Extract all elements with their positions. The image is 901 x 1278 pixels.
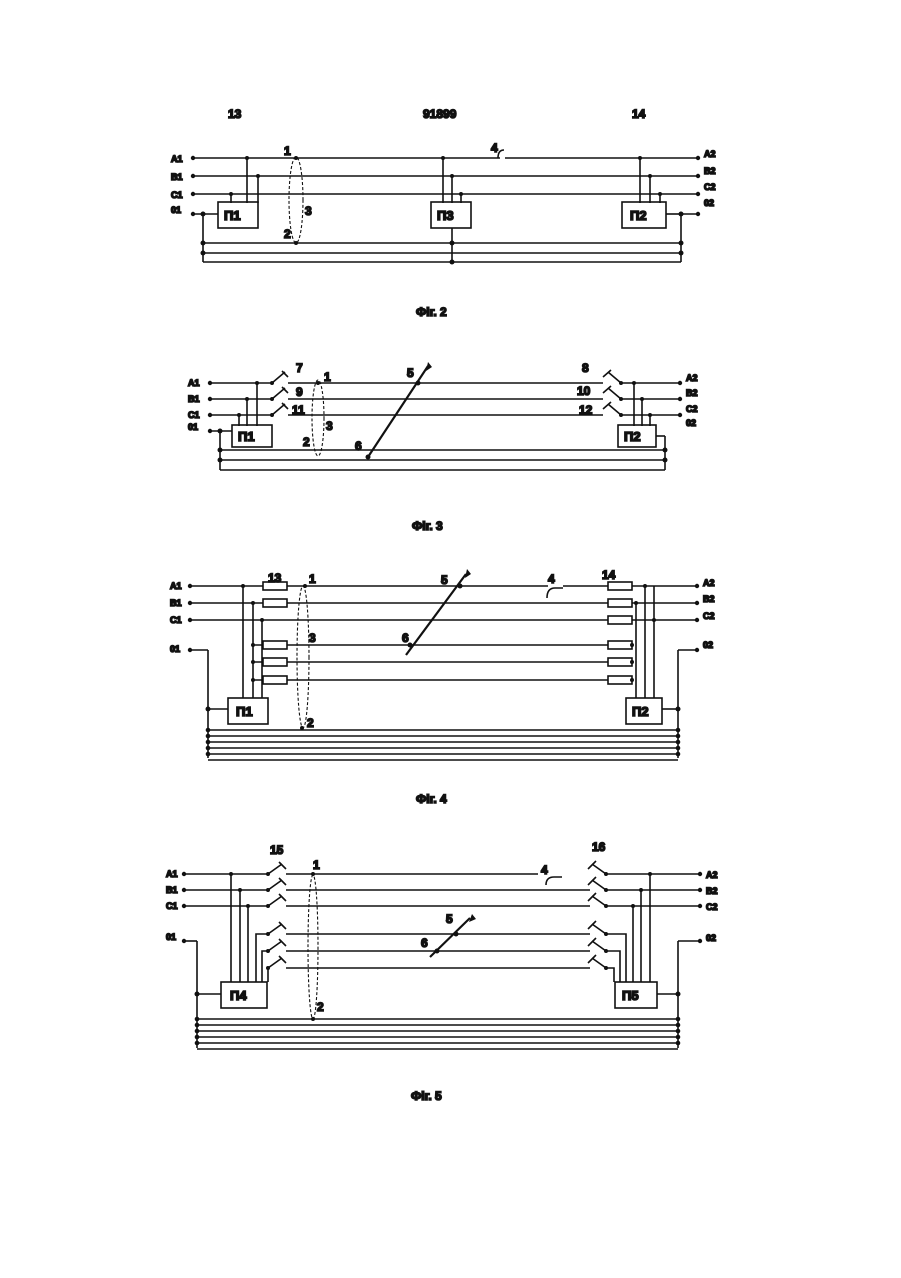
fig2-label-a1: A1 (171, 154, 183, 164)
fig2-ref-2: 2 (284, 227, 291, 241)
fig4-ref-4: 4 (548, 572, 555, 586)
fig4-fuses-left (263, 582, 287, 684)
fig2-label-a2: A2 (704, 149, 716, 159)
figure-4: A1 B1 C1 01 A2 B2 C2 02 П1 П2 13 1 3 2 5… (170, 568, 715, 806)
fig4-ref-13: 13 (268, 571, 282, 585)
fig4-label-b1: B1 (170, 598, 182, 608)
fig5-label-a2: A2 (706, 870, 718, 880)
fig5-label-c2: C2 (706, 902, 718, 912)
fig3-label-b2: B2 (686, 388, 698, 398)
fig5-label-b1: B1 (166, 885, 178, 895)
fig5-caption: Фіг. 5 (411, 1089, 442, 1103)
fig2-label-c2: C2 (704, 182, 716, 192)
fig5-box-p5-label: П5 (622, 988, 639, 1003)
fig3-ref-2: 2 (303, 435, 310, 449)
fig4-ref-14: 14 (602, 568, 616, 582)
fig4-ref-1: 1 (309, 572, 316, 586)
fig2-label-02: 02 (704, 198, 714, 208)
header-patent-number: 91899 (423, 107, 457, 121)
fig3-ref-1: 1 (324, 370, 331, 384)
fig2-label-b1: B1 (171, 172, 183, 182)
fig4-label-c2: C2 (703, 611, 715, 621)
fig4-box-p2-label: П2 (632, 704, 649, 719)
fig3-ref-3: 3 (326, 419, 333, 433)
fig5-ref-6: 6 (421, 936, 428, 950)
fig5-dashed-loop (308, 875, 318, 1019)
fig4-dashed-loop (297, 586, 309, 728)
fig5-label-b2: B2 (706, 886, 718, 896)
fig3-dashed-loop (312, 380, 324, 456)
fig3-label-b1: B1 (188, 394, 200, 404)
fig3-ref-12: 12 (579, 403, 593, 417)
fig3-switches-left (272, 371, 288, 415)
fig5-label-01: 01 (166, 932, 176, 942)
fig3-box-p1-label: П1 (238, 429, 255, 444)
fig4-ref-6: 6 (402, 631, 409, 645)
fig3-ref-6: 6 (355, 439, 362, 453)
fig3-ref-5: 5 (407, 366, 414, 380)
fig5-label-a1: A1 (166, 869, 178, 879)
fig5-label-02: 02 (706, 933, 716, 943)
fig5-ref-15: 15 (270, 843, 284, 857)
fig3-ref-10: 10 (577, 384, 591, 398)
fig3-label-c2: C2 (686, 404, 698, 414)
fig3-label-a1: A1 (188, 378, 200, 388)
fig2-label-01: 01 (171, 205, 181, 215)
figure-5: A1 B1 C1 01 A2 B2 C2 02 П4 П5 15 1 2 5 6… (166, 840, 718, 1103)
fig3-switches-right (603, 370, 621, 415)
fig5-ref-2: 2 (317, 1000, 324, 1014)
fig4-label-a1: A1 (170, 581, 182, 591)
fig5-ref-5: 5 (446, 912, 453, 926)
fig3-caption: Фіг. 3 (412, 519, 443, 533)
fig4-ground-bus (208, 730, 678, 760)
fig2-label-b2: B2 (704, 166, 716, 176)
fig2-box-p1-label: П1 (224, 208, 241, 223)
fig2-ref-3: 3 (305, 204, 312, 218)
fig4-label-b2: B2 (703, 594, 715, 604)
header-right-number: 14 (632, 107, 646, 121)
fig5-switches-left (268, 862, 286, 968)
fig3-box-p2-label: П2 (624, 429, 641, 444)
fig4-ref-3: 3 (309, 631, 316, 645)
fig2-break-mark (498, 150, 504, 158)
fig4-ref-5: 5 (441, 573, 448, 587)
fig5-ref-4: 4 (541, 863, 548, 877)
fig4-label-a2: A2 (703, 578, 715, 588)
figure-3: A1 B1 C1 01 A2 B2 C2 02 П1 П2 7 1 9 11 3… (188, 361, 698, 533)
fig5-ref-16: 16 (592, 840, 606, 854)
fig3-label-a2: A2 (686, 373, 698, 383)
fig2-box-p3-label: П3 (437, 208, 454, 223)
fig5-ref-1: 1 (313, 858, 320, 872)
fig5-box-p4-label: П4 (230, 988, 247, 1003)
fig2-caption: Фіг. 2 (416, 305, 447, 319)
fig4-label-c1: C1 (170, 615, 182, 625)
fig3-ref-8: 8 (582, 361, 589, 375)
fig4-label-01: 01 (170, 644, 180, 654)
fig4-ref-2: 2 (307, 716, 314, 730)
fig3-label-02: 02 (686, 418, 696, 428)
fig3-label-01: 01 (188, 422, 198, 432)
fig3-ref-9: 9 (296, 385, 303, 399)
fig2-box-p2-label: П2 (630, 208, 647, 223)
fig3-fault-arrow (368, 366, 428, 457)
fig2-dashed-loop (289, 157, 303, 243)
fig5-switches-right (588, 861, 606, 968)
fig4-fuses-right (608, 582, 632, 684)
header-left-number: 13 (228, 107, 242, 121)
fig3-ref-11: 11 (292, 403, 305, 417)
fig2-label-c1: C1 (171, 190, 183, 200)
fig5-label-c1: C1 (166, 901, 178, 911)
fig4-box-p1-label: П1 (236, 704, 253, 719)
fig2-ref-4: 4 (491, 141, 498, 155)
fig5-ground-bus (197, 1019, 678, 1049)
fig4-label-02: 02 (703, 640, 713, 650)
fig2-ref-1: 1 (284, 144, 291, 158)
fig3-label-c1: C1 (188, 410, 200, 420)
figure-2: A1 B1 C1 01 A2 B2 C2 02 П1 П3 П2 1 2 3 4… (171, 141, 716, 319)
fig3-ref-7: 7 (296, 361, 303, 375)
fig4-caption: Фіг. 4 (416, 792, 447, 806)
